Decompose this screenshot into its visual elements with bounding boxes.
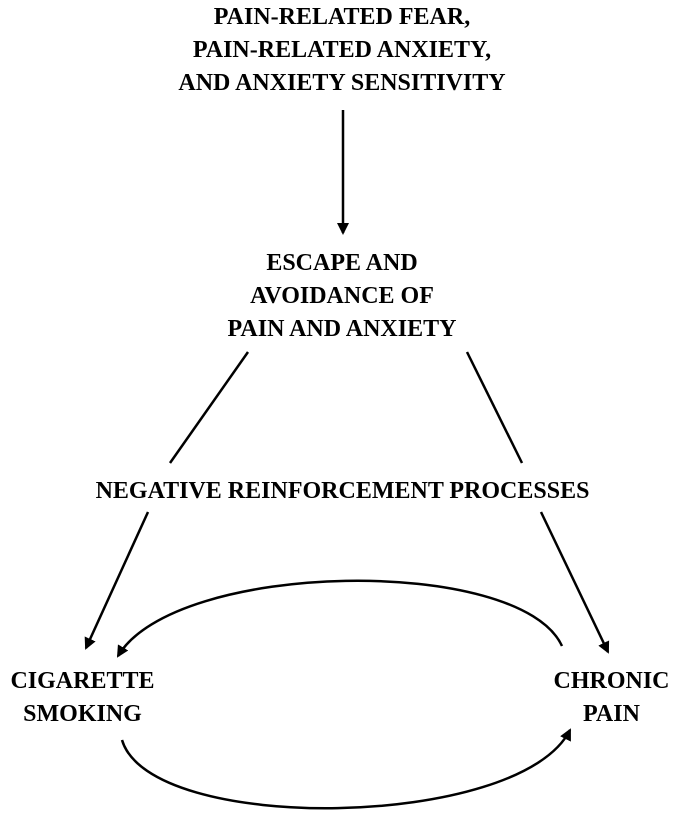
arrow-middle-to-smoking-lower <box>84 511 150 650</box>
line-middle-to-smoking-upper <box>168 351 250 464</box>
node-text-line: AVOIDANCE OF <box>250 283 434 309</box>
node-text-line: SMOKING <box>23 701 142 727</box>
node-chronic-pain: CHRONIC PAIN <box>538 665 685 731</box>
node-text-line: PAIN-RELATED FEAR, <box>213 4 471 30</box>
edge-label-negative-reinforcement: NEGATIVE REINFORCEMENT PROCESSES <box>20 475 665 508</box>
node-text-line: ESCAPE AND <box>266 250 418 276</box>
node-cigarette-smoking: CIGARETTE SMOKING <box>0 665 165 731</box>
node-text-line: CHRONIC <box>553 668 670 694</box>
node-text-line: PAIN <box>583 701 640 727</box>
cycle-arrow-pain-to-smoking <box>116 579 564 658</box>
node-text-line: CIGARETTE <box>10 668 155 694</box>
node-escape-avoidance: ESCAPE AND AVOIDANCE OF PAIN AND ANXIETY <box>142 247 542 346</box>
edge-label-text: NEGATIVE REINFORCEMENT PROCESSES <box>95 478 590 504</box>
node-text-line: PAIN-RELATED ANXIETY, <box>192 37 492 63</box>
node-text-line: PAIN AND ANXIETY <box>227 316 457 342</box>
arrow-middle-to-pain-lower <box>539 511 610 654</box>
line-middle-to-pain-upper <box>465 351 524 464</box>
cycle-arrow-smoking-to-pain <box>120 728 572 810</box>
node-text-line: AND ANXIETY SENSITIVITY <box>178 70 506 96</box>
node-pain-related-fear: PAIN-RELATED FEAR, PAIN-RELATED ANXIETY,… <box>92 1 592 100</box>
